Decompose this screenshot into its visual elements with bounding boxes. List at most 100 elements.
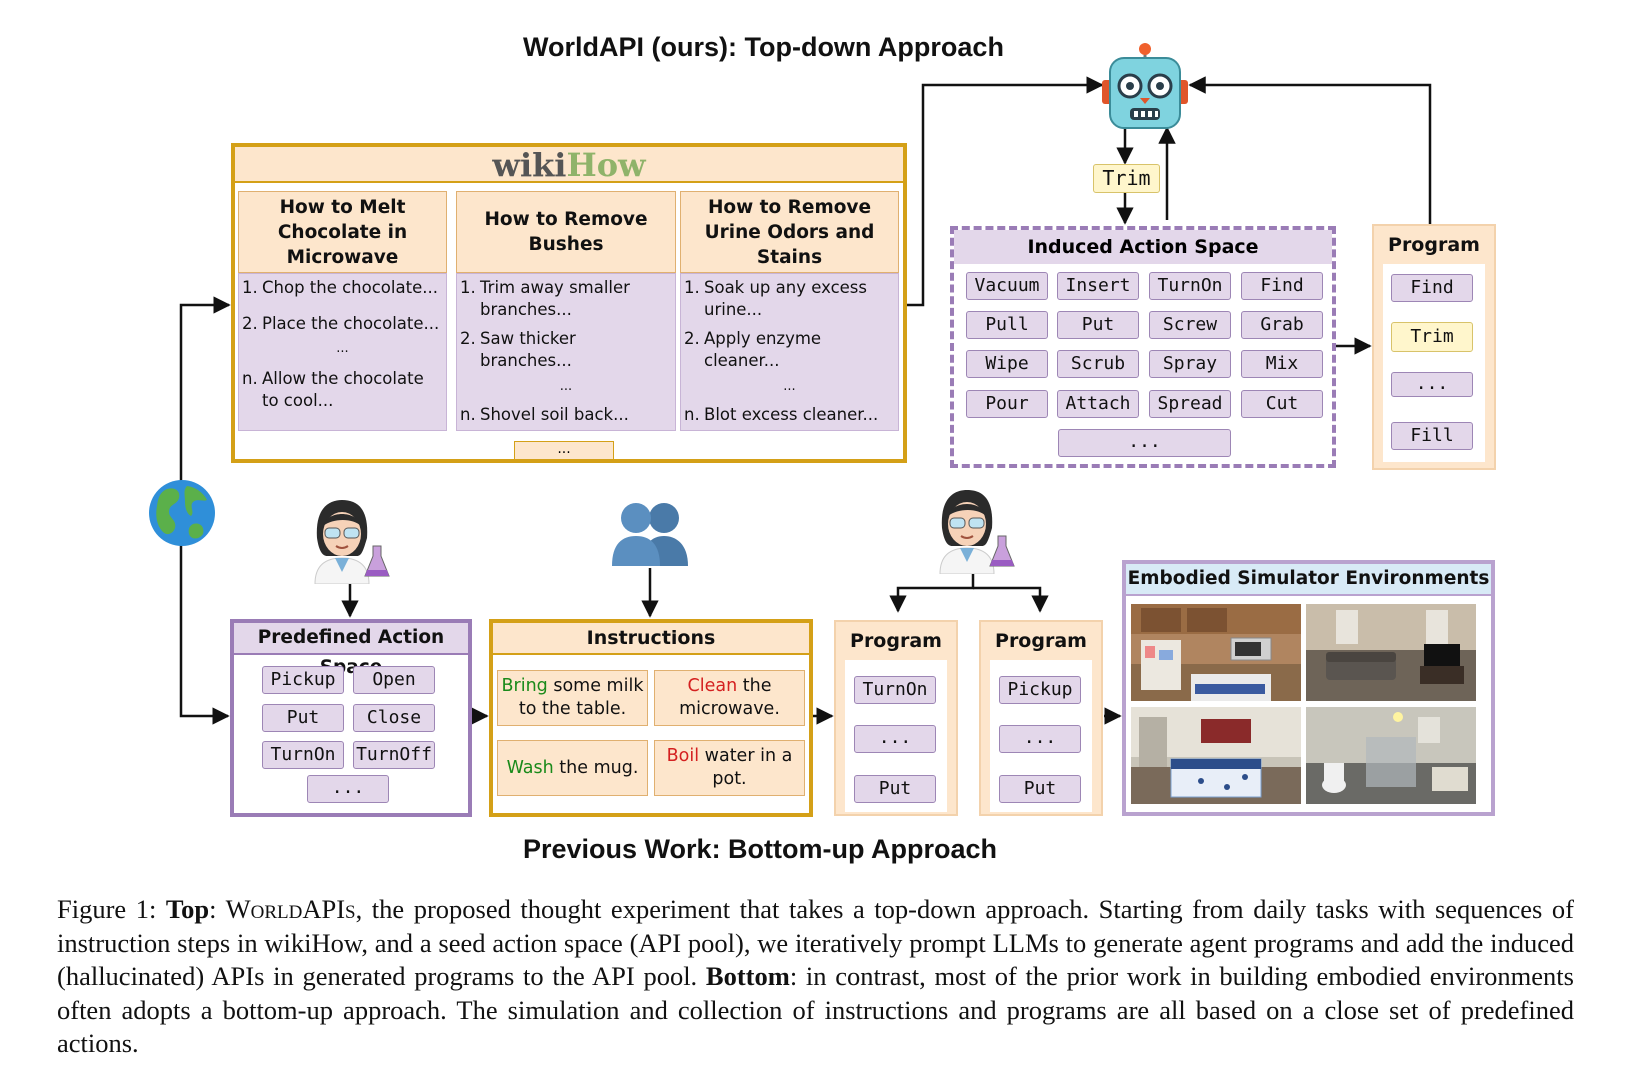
induced-action-scrub: Scrub [1057, 350, 1139, 378]
globe-icon [147, 478, 217, 548]
step-text: Chop the chocolate... [262, 278, 438, 297]
caption-text: : in contrast, most of the prior work in… [57, 961, 1574, 1058]
caption-text: : [209, 894, 226, 924]
induced-action-vacuum: Vacuum [966, 272, 1048, 300]
wikihow-header: wikiHow [235, 147, 903, 183]
predefined-action-more: ... [307, 775, 389, 803]
step-number: 1. [242, 278, 258, 297]
step-text: Saw thicker branches... [480, 329, 576, 370]
step-number: 2. [460, 329, 476, 348]
program-step: Find [1391, 274, 1473, 302]
step-ellipsis: ... [783, 379, 796, 394]
bathroom-scene-image [1306, 707, 1476, 804]
induced-action-grab: Grab [1241, 311, 1323, 339]
article-steps: 1.Chop the chocolate... 2.Place the choc… [238, 273, 447, 431]
predefined-action-open: Open [353, 666, 435, 694]
instruction-item: Boil water in a pot. [654, 740, 805, 796]
program-step: ... [1391, 372, 1473, 397]
induced-action-wipe: Wipe [966, 350, 1048, 378]
top-program-title: Program [1388, 234, 1480, 256]
induced-action-cut: Cut [1241, 390, 1323, 418]
bottom-title: Previous Work: Bottom-up Approach [523, 834, 998, 864]
instructions-title: Instructions [586, 627, 716, 649]
wikihow-logo-how: How [566, 146, 646, 184]
induced-action-spread: Spread [1149, 390, 1231, 418]
step-text: Allow the chocolate to cool... [262, 369, 424, 410]
caption-worldapis-api: API [302, 894, 346, 924]
step-number: 2. [242, 314, 258, 333]
bottom-program-title: Program [850, 630, 942, 652]
instruction-verb: Clean [687, 676, 738, 696]
article-steps: 1.Trim away smaller branches... 2.Saw th… [456, 273, 676, 431]
program-step: Trim [1391, 322, 1473, 352]
induced-action-more: ... [1058, 429, 1231, 457]
predefined-action-pickup: Pickup [262, 666, 344, 694]
scientist-icon [930, 486, 1020, 575]
step-text: Apply enzyme cleaner... [704, 329, 822, 370]
caption-worldapis: WorldAPIs [226, 894, 356, 924]
caption-worldapis-s: s [345, 894, 356, 924]
step-text: Soak up any excess urine... [704, 278, 867, 319]
wikihow-logo-wiki: wiki [492, 146, 567, 184]
instruction-rest: the microwave. [679, 676, 780, 719]
predefined-action-turnoff: TurnOff [353, 741, 435, 769]
predefined-action-put: Put [262, 704, 344, 732]
wikihow-more: ... [514, 441, 614, 460]
article-title: How to Remove Bushes [456, 191, 676, 273]
induced-action-attach: Attach [1057, 390, 1139, 418]
step-text: Place the chocolate... [262, 314, 440, 333]
program-step: Fill [1391, 422, 1473, 450]
induced-action-screw: Screw [1149, 311, 1231, 339]
article-title: How to Remove Urine Odors and Stains [680, 191, 899, 273]
instruction-item: Clean the microwave. [654, 670, 805, 726]
step-text: Blot excess cleaner... [704, 405, 879, 424]
predefined-action-space-header: Predefined Action Space [234, 623, 468, 678]
instruction-rest: the mug. [553, 757, 639, 778]
kitchen-scene-image [1131, 604, 1301, 701]
caption-worldapis-w: W [225, 894, 251, 924]
instruction-rest: water in a pot. [699, 746, 793, 789]
induced-action-pull: Pull [966, 311, 1048, 339]
bottom-program-title: Program [995, 630, 1087, 652]
step-ellipsis: ... [559, 379, 573, 394]
step-ellipsis: ... [336, 341, 349, 356]
caption-text: , the proposed thought experiment that t… [57, 894, 1574, 991]
induced-action-space-title: Induced Action Space [954, 230, 1332, 264]
instruction-item: Bring some milk to the table. [497, 670, 648, 726]
step-text: Trim away smaller branches... [480, 278, 630, 319]
figure-caption: Figure 1: Top: WorldAPIs, the proposed t… [57, 893, 1574, 1061]
program-step: ... [854, 725, 936, 753]
step-text: Shovel soil back... [480, 405, 629, 424]
program-step: Pickup [999, 676, 1081, 704]
instruction-verb: Bring [501, 676, 548, 696]
scientist-icon [305, 496, 395, 585]
induced-action-insert: Insert [1057, 272, 1139, 300]
induced-action-spray: Spray [1149, 350, 1231, 378]
instructions-header: Instructions [493, 623, 809, 655]
induced-action-put: Put [1057, 311, 1139, 339]
program-step: TurnOn [854, 676, 936, 704]
robot-icon [1100, 40, 1190, 132]
bedroom-scene-image [1131, 707, 1301, 804]
article-steps: 1.Soak up any excess urine... 2.Apply en… [680, 273, 899, 431]
caption-label: Figure 1: [57, 894, 166, 924]
embodied-environments-header: Embodied Simulator Environments [1126, 564, 1491, 596]
step-number: 1. [460, 278, 476, 297]
caption-worldapis-orld: orld [250, 894, 303, 924]
predefined-action-turnon: TurnOn [262, 741, 344, 769]
step-number: 2. [684, 329, 700, 348]
induced-action-space [950, 226, 1336, 468]
induced-action-turnon: TurnOn [1149, 272, 1231, 300]
induced-action-find: Find [1241, 272, 1323, 300]
living-room-scene-image [1306, 604, 1476, 701]
program-step: Put [854, 775, 936, 803]
step-number: 1. [684, 278, 700, 297]
trim-label: Trim [1093, 164, 1160, 193]
article-title: How to Melt Chocolate in Microwave [238, 191, 447, 273]
induced-action-pour: Pour [966, 390, 1048, 418]
embodied-environments-title: Embodied Simulator Environments [1127, 568, 1490, 589]
step-number: n. [460, 405, 476, 424]
predefined-action-close: Close [353, 704, 435, 732]
caption-top-bold: Top [165, 894, 210, 924]
